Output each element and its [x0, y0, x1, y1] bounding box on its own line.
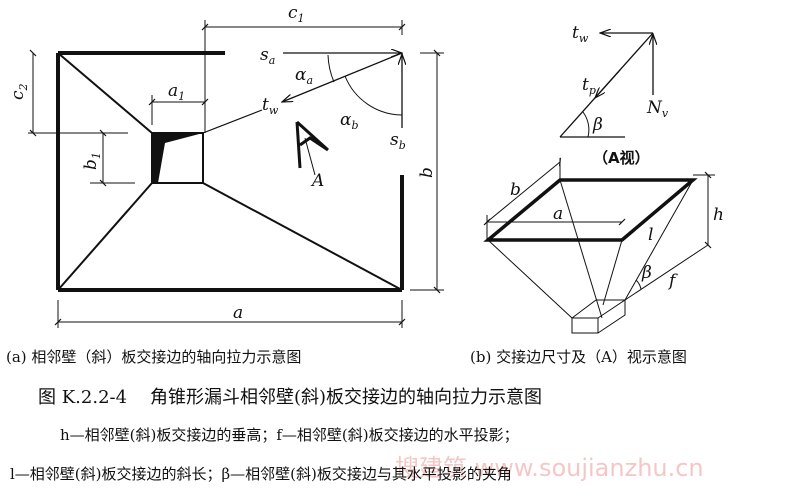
svg-text:tp: tp [582, 75, 596, 97]
svg-text:a: a [233, 303, 243, 323]
note-line-1: h—相邻壁(斜)板交接边的垂高；f—相邻壁(斜)板交接边的水平投影； [60, 426, 519, 444]
svg-text:tw: tw [572, 23, 589, 45]
caption-b: (b) 交接边尺寸及（A）视示意图 [470, 348, 687, 366]
svg-text:αa: αa [295, 65, 313, 87]
svg-text:b1: b1 [81, 152, 103, 170]
svg-text:c2: c2 [8, 83, 30, 100]
svg-text:l: l [648, 225, 653, 245]
svg-text:（A视）: （A视） [593, 149, 650, 167]
svg-text:tw: tw [262, 95, 279, 117]
svg-text:c1: c1 [288, 3, 305, 25]
watermark: 搜建筑 www.soujianzhu.cn [395, 454, 704, 482]
svg-text:β: β [641, 263, 652, 283]
svg-text:αb: αb [340, 110, 359, 132]
figure-title: 图 K.2.2-4 角锥形漏斗相邻壁(斜)板交接边的轴向拉力示意图 [38, 383, 542, 409]
svg-text:b: b [510, 180, 521, 200]
funnel-isometric [483, 157, 715, 334]
svg-text:f: f [667, 271, 678, 291]
funnel-labels: b a h l f β [510, 180, 724, 291]
svg-text:A: A [310, 171, 324, 191]
svg-text:a1: a1 [168, 81, 185, 103]
svg-text:Nv: Nv [646, 98, 669, 120]
svg-text:sa: sa [260, 45, 275, 67]
svg-text:b: b [417, 167, 437, 178]
force-triangle [559, 33, 653, 138]
force-labels: tw tp Nv β （A视） [572, 23, 669, 167]
svg-text:h: h [713, 205, 724, 225]
svg-text:a: a [553, 204, 563, 224]
funnel-diagram: c1 c2 a1 b1 a b sa sb αa αb tw A tw tp N… [8, 3, 724, 334]
plan-view [28, 20, 444, 328]
figure-title-text: 角锥形漏斗相邻壁(斜)板交接边的轴向拉力示意图 [149, 387, 542, 408]
caption-a: (a) 相邻壁（斜）板交接边的轴向拉力示意图 [6, 348, 302, 366]
note-line-2: l—相邻壁(斜)板交接边的斜长；β—相邻壁(斜)板交接边与其水平投影的夹角 [10, 465, 512, 483]
figure-number: 图 K.2.2-4 [38, 387, 128, 408]
svg-text:sb: sb [390, 130, 406, 152]
svg-text:β: β [592, 115, 603, 135]
plan-labels: c1 c2 a1 b1 a b sa sb αa αb tw A [8, 3, 437, 323]
